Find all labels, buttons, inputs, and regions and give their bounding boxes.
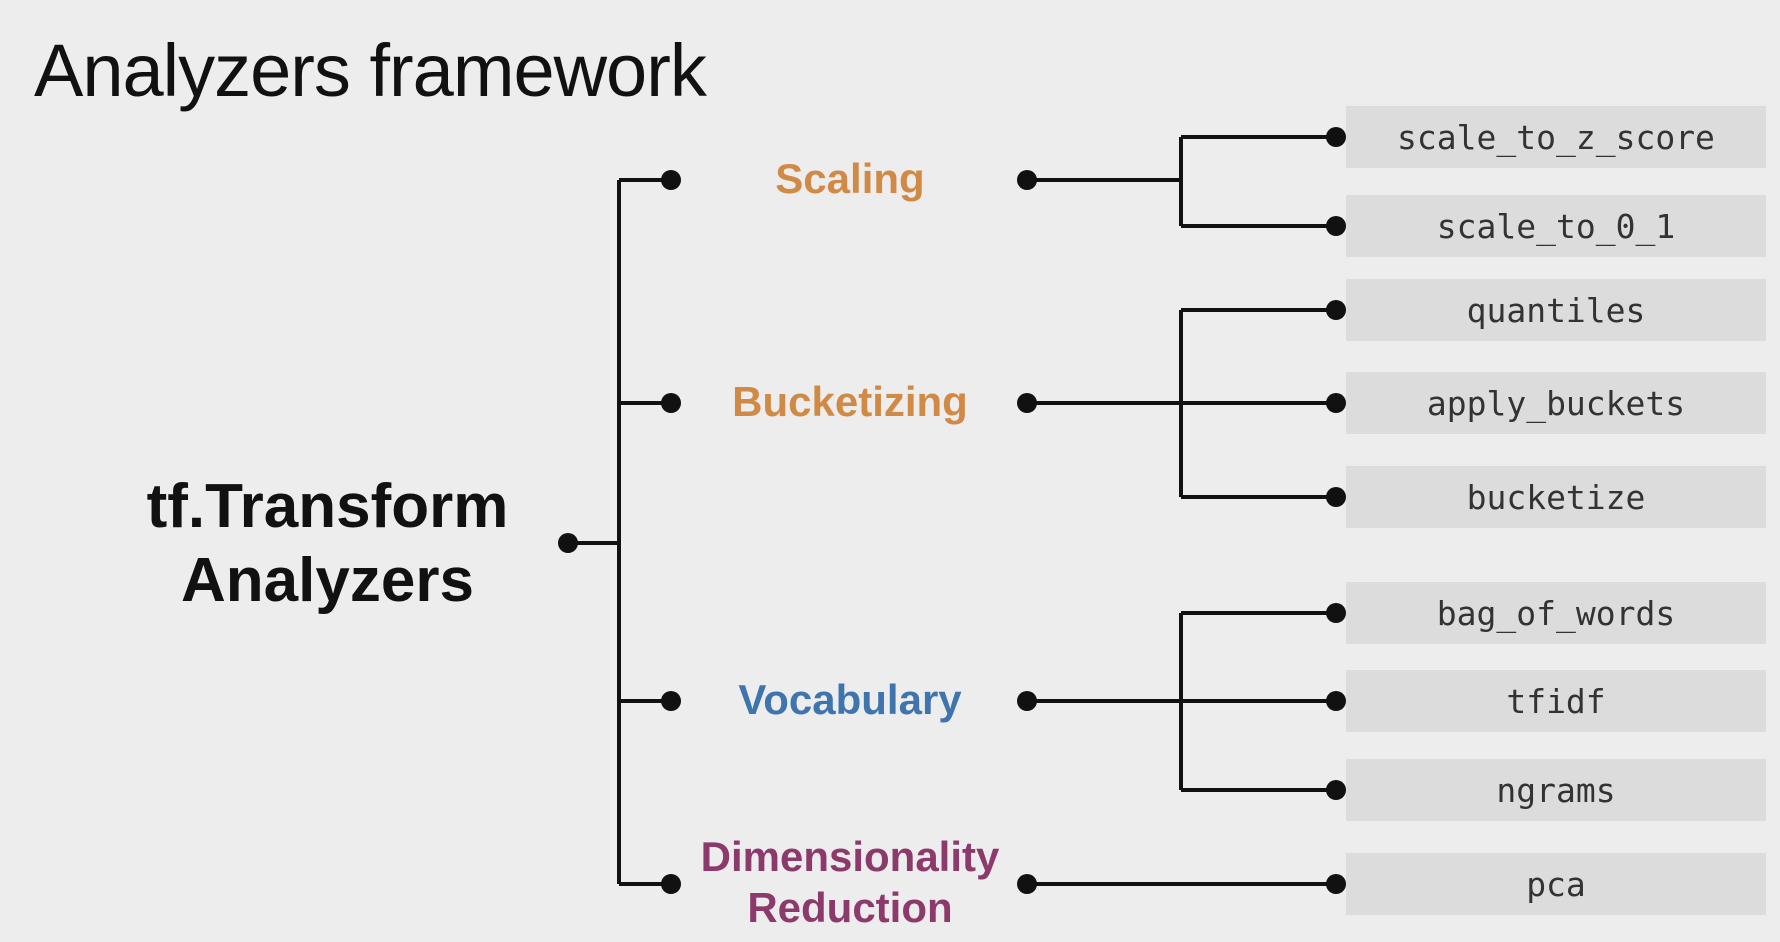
root-line-1: tf.Transform — [146, 472, 509, 541]
op-label: bag_of_words — [1436, 593, 1676, 633]
category-bucketizing: Bucketizing — [670, 376, 1030, 427]
op-label: apply_buckets — [1426, 383, 1686, 423]
vocabulary-branch — [1027, 611, 1336, 792]
op-label: ngrams — [1496, 770, 1616, 810]
op-box: ngrams — [1346, 759, 1766, 821]
category-scaling: Scaling — [670, 153, 1030, 204]
category-label-line-1: Dimensionality — [700, 833, 1000, 880]
root-dot — [558, 533, 578, 553]
vocabulary-in-dot — [661, 691, 681, 711]
category-label: Vocabulary — [738, 676, 962, 723]
category-label-line-2: Reduction — [747, 884, 953, 932]
category-label: Scaling — [775, 155, 925, 202]
dimensionality-dots — [1017, 874, 1346, 894]
op-label: scale_to_0_1 — [1436, 206, 1676, 246]
op-box: quantiles — [1346, 279, 1766, 341]
category-label: Bucketizing — [732, 378, 968, 425]
op-label: quantiles — [1466, 290, 1646, 330]
op-box: scale_to_z_score — [1346, 106, 1766, 168]
category-vocabulary: Vocabulary — [670, 674, 1030, 725]
root-line-2: Analyzers — [181, 546, 474, 616]
op-box: tfidf — [1346, 670, 1766, 732]
op-box: scale_to_0_1 — [1346, 195, 1766, 257]
op-label: bucketize — [1466, 477, 1646, 517]
category-dimensionality-reduction: Dimensionality Reduction — [670, 831, 1030, 933]
scaling-branch — [1027, 135, 1336, 228]
root-dots — [558, 170, 681, 894]
op-box: bucketize — [1346, 466, 1766, 528]
op-label: scale_to_z_score — [1397, 117, 1715, 157]
op-box: bag_of_words — [1346, 582, 1766, 644]
vocabulary-dots — [1017, 603, 1346, 800]
root-node-label: tf.Transform Analyzers — [110, 470, 545, 619]
op-label: tfidf — [1506, 681, 1606, 721]
scaling-dots — [1017, 127, 1346, 236]
dimensionality-in-dot — [661, 874, 681, 894]
scaling-in-dot — [661, 170, 681, 190]
op-label: pca — [1526, 864, 1586, 904]
bucketizing-in-dot — [661, 393, 681, 413]
bucketizing-branch — [1027, 308, 1336, 499]
root-branch — [568, 178, 671, 886]
op-box: pca — [1346, 853, 1766, 915]
page-title: Analyzers framework — [34, 29, 707, 112]
op-box: apply_buckets — [1346, 372, 1766, 434]
bucketizing-dots — [1017, 300, 1346, 507]
